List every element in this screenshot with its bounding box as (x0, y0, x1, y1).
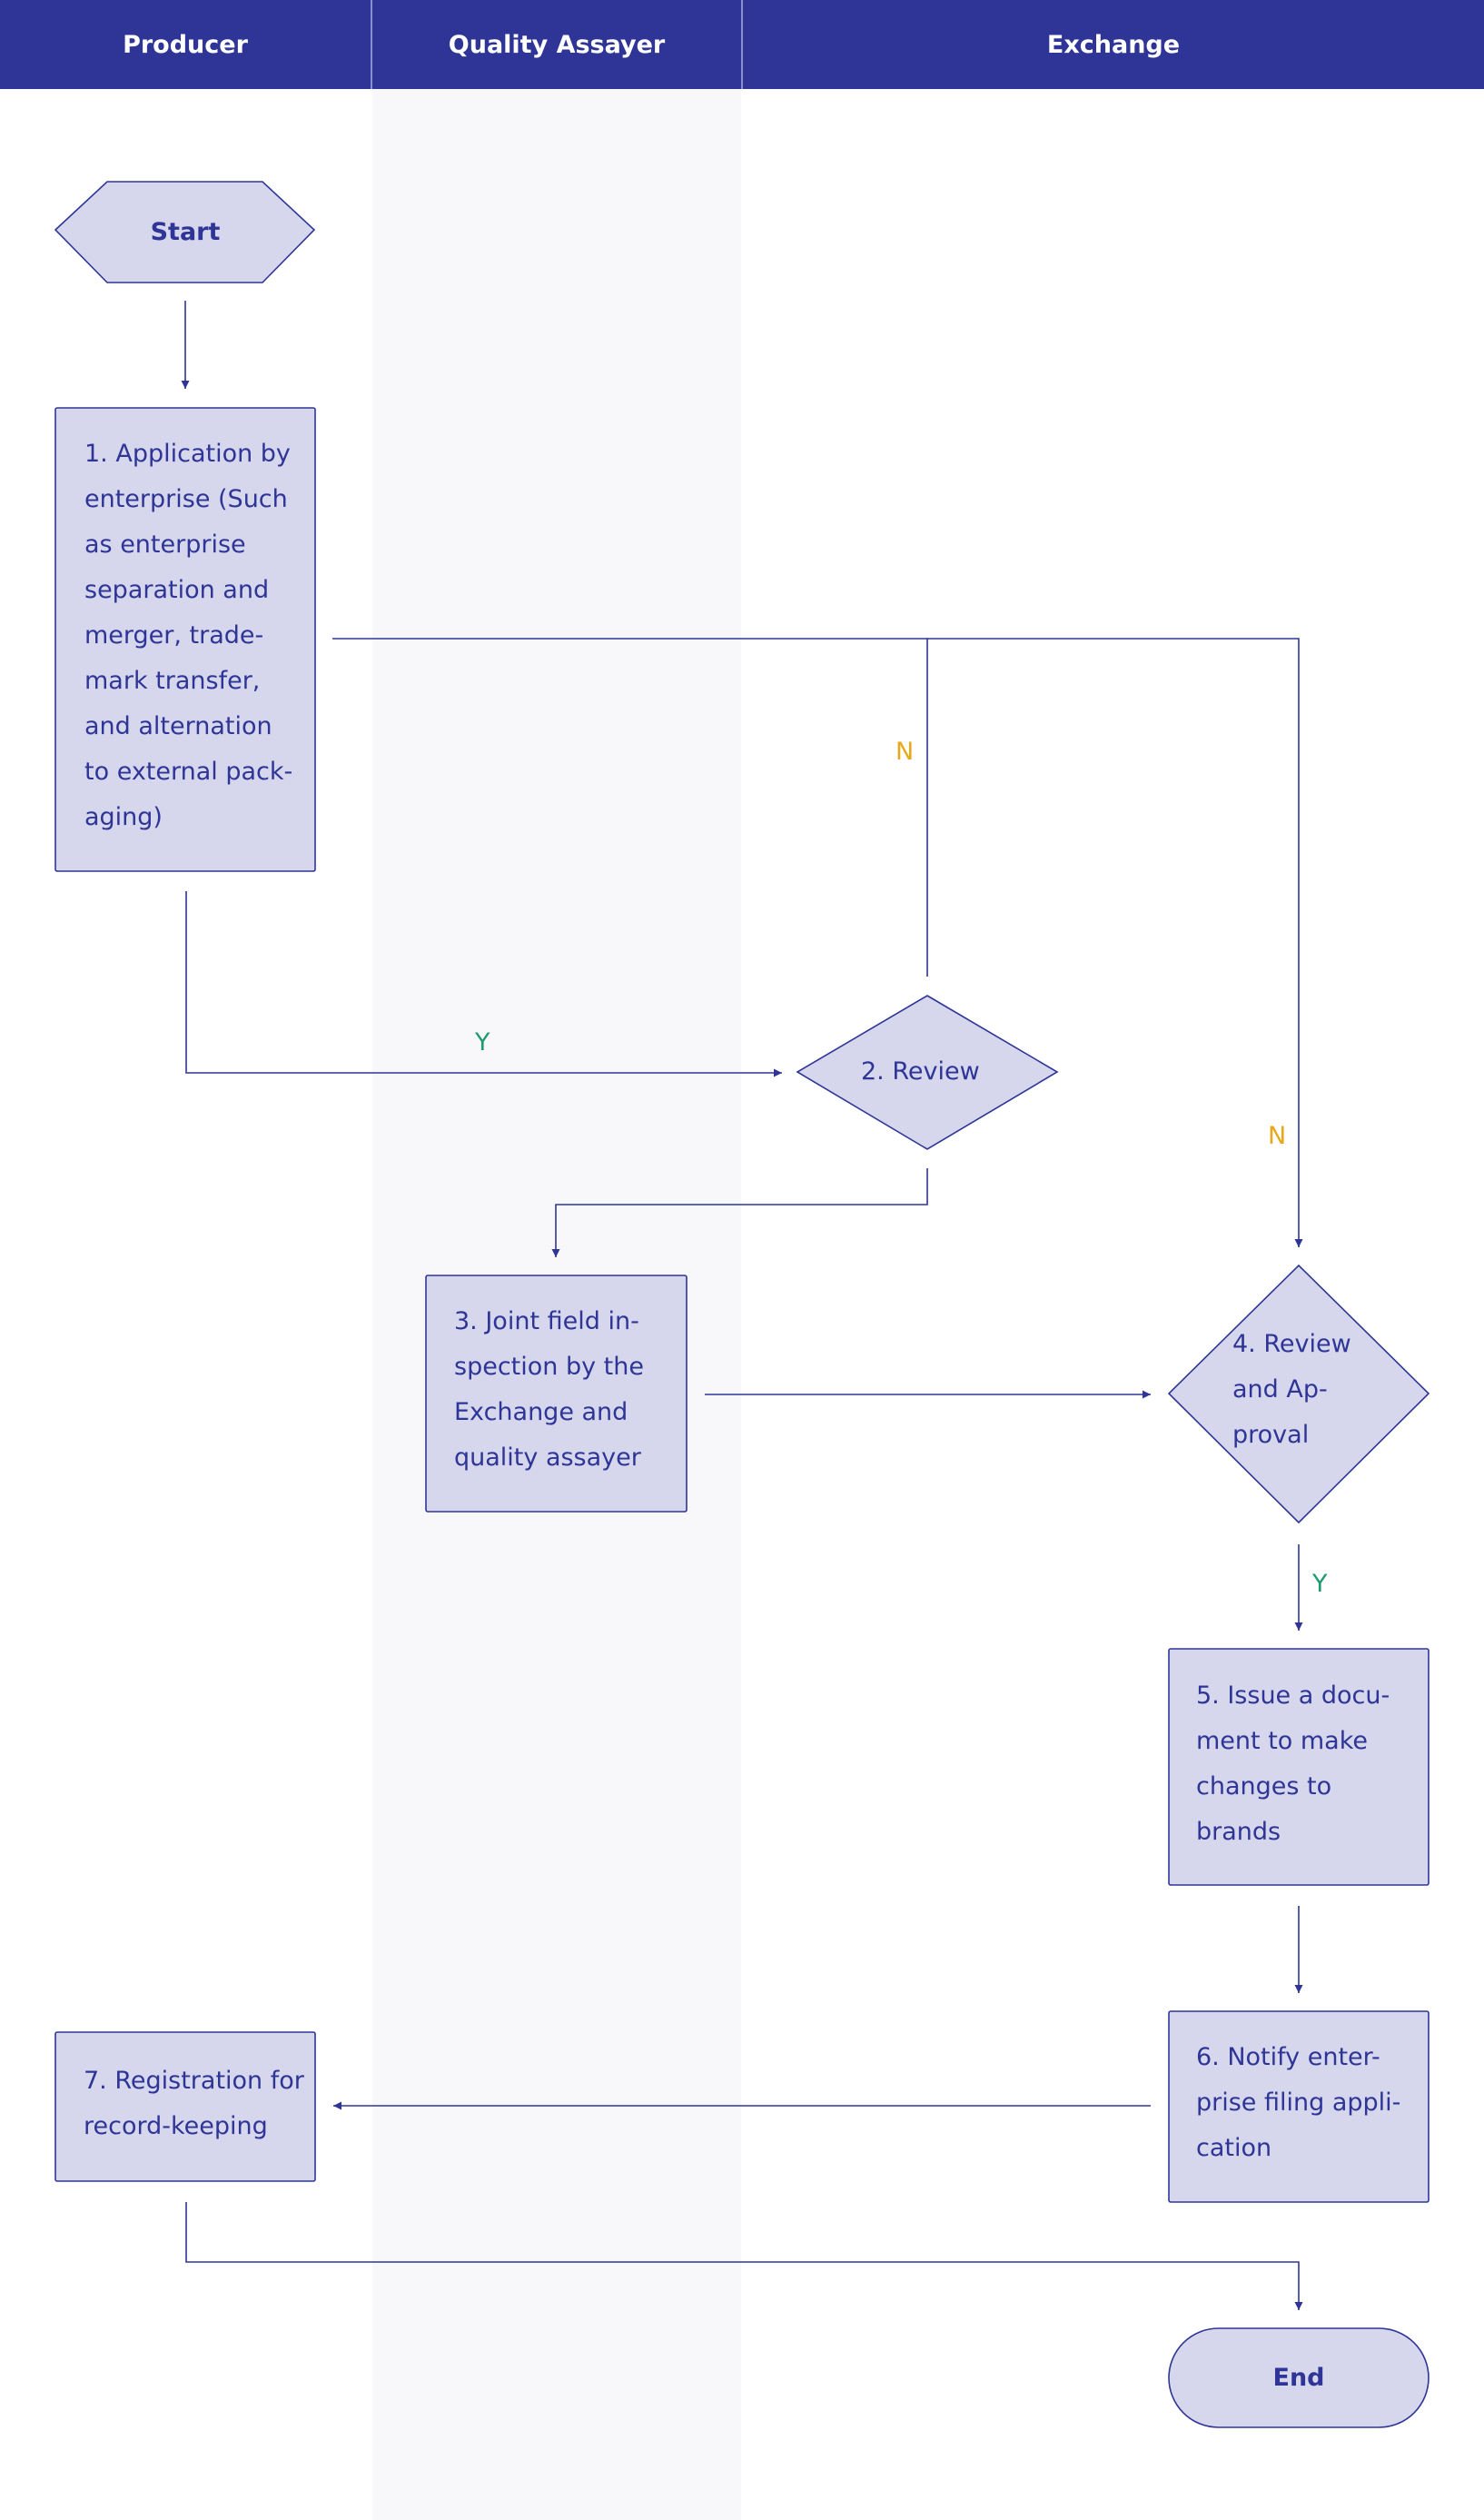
branch-label-no: N (895, 738, 915, 766)
step7-node-label: 7. Registration for record-keeping (84, 2059, 304, 2149)
connector-step2-to-step3 (551, 1168, 928, 1257)
lane-header-producer: Producer (123, 30, 248, 59)
end-node-label: End (1272, 2363, 1325, 2392)
branch-label-yes: Y (1312, 1570, 1328, 1598)
step1-label-line: as enterprise (84, 531, 246, 559)
step5-node-label: 5. Issue a docu- ment to make changes to… (1196, 1673, 1390, 1855)
lane-header-bar: Producer Quality Assayer Exchange (0, 0, 1484, 89)
step6-label-line: cation (1196, 2134, 1272, 2162)
step3-node-shape (425, 1275, 688, 1513)
step6-node-shape (1168, 2010, 1430, 2203)
step1-label-line: and alternation (84, 712, 272, 740)
step2-node-label: 2. Review (861, 1049, 980, 1095)
connector-step7-to-end (185, 2202, 1303, 2310)
lane-header-quality-assayer: Quality Assayer (448, 30, 666, 59)
step3-label-line: quality assayer (454, 1444, 641, 1472)
step1-label-line: to external pack- (84, 758, 293, 786)
step7-label-line: record-keeping (84, 2112, 268, 2140)
connector-step1-to-step2 (185, 891, 782, 1077)
step2-label-line: 2. Review (861, 1057, 980, 1086)
step7-label-line: 7. Registration for (84, 2067, 304, 2095)
end-node-shape (1168, 2327, 1430, 2428)
step1-node-shape (54, 407, 316, 872)
step2-node-shape (796, 995, 1059, 1150)
step5-label-line: ment to make (1196, 1727, 1369, 1755)
step1-label-line: 1. Application by (84, 440, 291, 468)
step4-label-line: and Ap- (1232, 1375, 1328, 1404)
branch-label-yes: Y (475, 1028, 490, 1057)
step1-node-label: 1. Application by enterprise (Such as en… (84, 432, 292, 840)
start-node-label: Start (150, 217, 221, 246)
step1-label-line: separation and (84, 576, 270, 604)
lane-header-exchange: Exchange (1046, 30, 1181, 59)
step5-label-line: changes to (1196, 1772, 1332, 1801)
connector-step2-back-to-step1 (332, 638, 928, 977)
lane-header-divider (371, 0, 372, 89)
step4-node-label: 4. Review and Ap- proval (1232, 1322, 1351, 1458)
step4-node-shape (1167, 1264, 1430, 1524)
step7-node-shape (54, 2031, 316, 2182)
step4-label-line: proval (1232, 1421, 1310, 1449)
step1-label-line: aging) (84, 803, 163, 831)
step6-label-line: 6. Notify enter- (1196, 2043, 1380, 2071)
step6-node-label: 6. Notify enter- prise filing appli- cat… (1196, 2035, 1400, 2171)
step3-label-line: Exchange and (454, 1398, 628, 1426)
step1-label-line: merger, trade- (84, 621, 264, 650)
step6-label-line: prise filing appli- (1196, 2088, 1401, 2117)
step3-label-line: spection by the (454, 1353, 644, 1381)
start-node-shape (54, 181, 316, 283)
step5-label-line: brands (1196, 1818, 1281, 1846)
step1-label-line: mark transfer, (84, 667, 261, 695)
connector-step1-to-step4 (927, 638, 1303, 1247)
step4-label-line: 4. Review (1232, 1330, 1351, 1358)
step5-label-line: 5. Issue a docu- (1196, 1682, 1390, 1710)
step3-node-label: 3. Joint field in- spection by the Excha… (454, 1299, 644, 1481)
step1-label-line: enterprise (Such (84, 485, 288, 513)
step3-label-line: 3. Joint field in- (454, 1307, 639, 1335)
step5-node-shape (1168, 1648, 1430, 1886)
branch-label-no: N (1268, 1122, 1287, 1150)
lane-header-divider (741, 0, 743, 89)
